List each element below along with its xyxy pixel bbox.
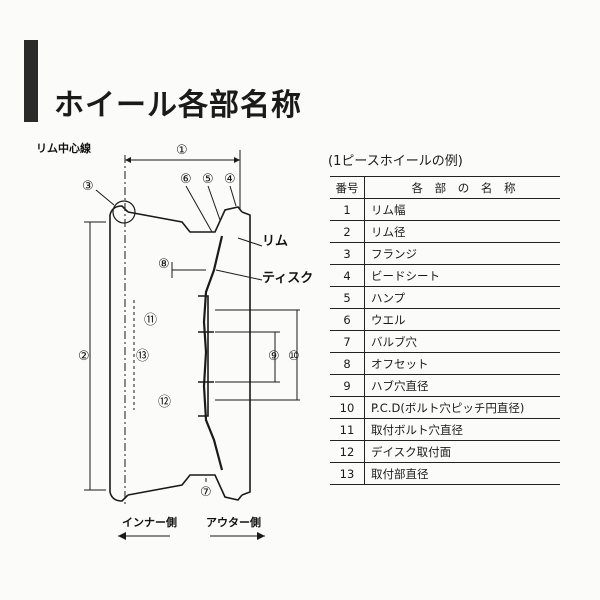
flange-detail-circle — [112, 200, 136, 224]
disc-profile — [202, 235, 224, 471]
part-number: 10 — [330, 396, 365, 419]
title-accent-bar — [24, 40, 38, 122]
part-name: 取付ボルト穴直径 — [364, 418, 560, 441]
hub-hole-edge — [198, 331, 214, 383]
part-name: リム幅 — [364, 198, 560, 221]
table-header-row: 番号 各 部 の 名 称 — [330, 176, 560, 199]
disc-label: ティスク — [262, 271, 313, 286]
part-number: 6 — [330, 308, 365, 331]
rim-centerline-label: リム中心線 — [36, 141, 91, 155]
rim-inner-flange-bottom — [109, 491, 129, 502]
marker-7: ⑦ — [200, 485, 212, 500]
marker-1: ① — [176, 143, 188, 158]
disc-mount-face — [198, 295, 209, 417]
header-number: 番号 — [330, 176, 365, 199]
marker-6: ⑥ — [180, 172, 192, 187]
rim-label: リム — [262, 234, 288, 249]
marker-10: ⑩ — [288, 349, 300, 364]
part-name: ウエル — [364, 308, 560, 331]
part-number: 2 — [330, 220, 365, 243]
rim-top-profile — [127, 206, 243, 233]
rim-outer-wall — [241, 211, 251, 496]
part-number: 3 — [330, 242, 365, 265]
rim-inner-flange-top — [109, 205, 129, 216]
part-number: 9 — [330, 374, 365, 397]
part-name: バルブ穴 — [364, 330, 560, 353]
marker-8: ⑧ — [158, 257, 170, 272]
marker-11: ⑪ — [144, 313, 157, 328]
part-name: フランジ — [364, 242, 560, 265]
part-number: 5 — [330, 286, 365, 309]
marker-12: ⑫ — [158, 395, 171, 410]
part-name: デイスク取付面 — [364, 440, 560, 463]
marker-5: ⑤ — [202, 172, 214, 187]
marker-4: ④ — [224, 172, 236, 187]
header-part-name: 各 部 の 名 称 — [364, 176, 560, 199]
part-number: 11 — [330, 418, 365, 441]
table-caption: (1ピースホイールの例) — [328, 154, 463, 169]
marker-13: ⑬ — [136, 349, 149, 364]
inner-side-label: インナー側 — [122, 515, 177, 529]
part-name: ハブ穴直径 — [364, 374, 560, 397]
part-number: 13 — [330, 462, 365, 485]
page-title: ホイール各部名称 — [54, 88, 302, 123]
part-name: ハンプ — [364, 286, 560, 309]
part-name: P.C.D(ボルト穴ピッチ円直径) — [364, 396, 560, 419]
part-number: 7 — [330, 330, 365, 353]
rim-bottom-profile — [127, 474, 243, 501]
marker-3: ③ — [82, 179, 94, 194]
part-name: オフセット — [364, 352, 560, 375]
part-number: 12 — [330, 440, 365, 463]
part-name: 取付部直径 — [364, 462, 560, 485]
part-name: リム径 — [364, 220, 560, 243]
part-number: 1 — [330, 198, 365, 221]
part-name: ビードシート — [364, 264, 560, 287]
part-number: 8 — [330, 352, 365, 375]
marker-9: ⑨ — [268, 349, 280, 364]
part-number: 4 — [330, 264, 365, 287]
outer-side-label: アウター側 — [206, 515, 261, 529]
marker-2: ② — [78, 349, 90, 364]
